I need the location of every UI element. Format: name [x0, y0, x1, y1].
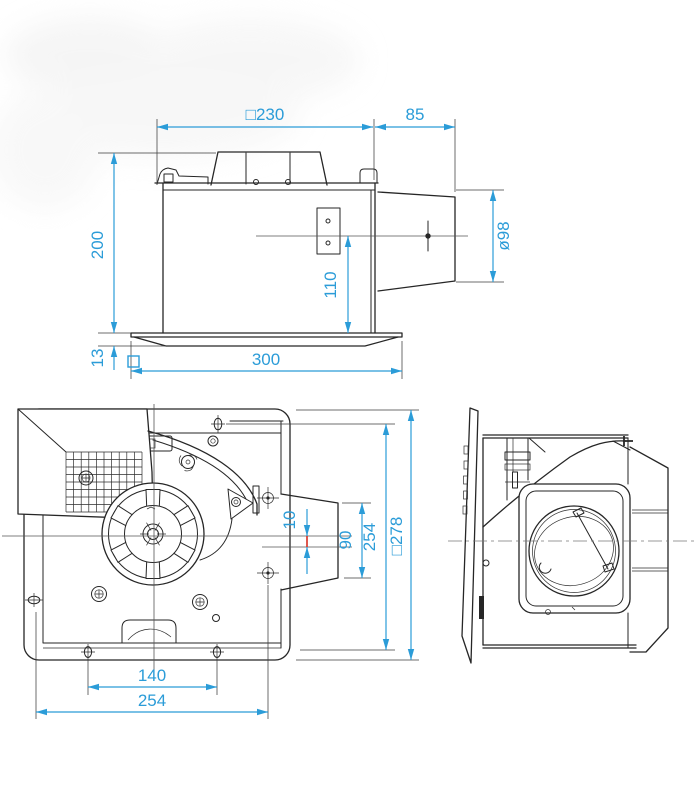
top-view-dimensions: □230 85 200 13 300 110 ø98	[88, 105, 513, 379]
screw-heads	[25, 415, 279, 660]
panel-edge	[461, 407, 479, 664]
panel-slits	[462, 445, 469, 515]
dim-body-height: 200	[88, 231, 107, 259]
latch-slot	[479, 596, 484, 619]
plan-view: 10 90 254 □278 140 254	[2, 404, 419, 719]
damper-plate	[518, 483, 631, 615]
plan-view-dimensions: 10 90 254 □278 140 254	[35, 409, 419, 719]
center-mark	[425, 233, 431, 239]
scroll-housing	[147, 430, 258, 516]
side-view	[448, 407, 696, 664]
dim-body-depth: 254	[360, 523, 379, 551]
dim-duct-opening: 90	[336, 531, 355, 550]
dim-duct-center-height: 110	[321, 271, 340, 298]
junction-box	[210, 151, 328, 186]
dim-mounting-pitch: 140	[138, 666, 166, 685]
top-view: □230 85 200 13 300 110 ø98	[88, 105, 513, 379]
dim-flange-square: □278	[387, 517, 406, 556]
duct-stub	[377, 191, 456, 292]
dim-duct-offset: 10	[280, 511, 299, 530]
ceiling-panel	[130, 332, 403, 347]
plan-view-outline	[2, 404, 352, 670]
grille-grid	[65, 451, 143, 513]
duct-adapter	[612, 440, 669, 653]
side-body	[482, 434, 637, 649]
square-dim-icon	[127, 355, 140, 368]
dim-duct-diameter: ø98	[494, 221, 513, 250]
watermark-smudge	[0, 17, 360, 210]
dim-flange-width: 300	[252, 350, 280, 369]
top-view-outline	[130, 151, 468, 347]
motor-mount	[178, 454, 198, 472]
fan-wheel	[101, 482, 205, 586]
dim-flange-thickness: 13	[88, 349, 107, 368]
dim-body-width-plan: 254	[138, 691, 166, 710]
dim-duct-length: 85	[406, 105, 425, 124]
duct-plan	[280, 493, 339, 591]
terminal-panel	[316, 207, 341, 255]
mount-hook	[359, 168, 378, 184]
pull-tab	[121, 619, 177, 644]
dim-body-width: □230	[246, 105, 285, 124]
cord-bracket	[156, 167, 209, 185]
